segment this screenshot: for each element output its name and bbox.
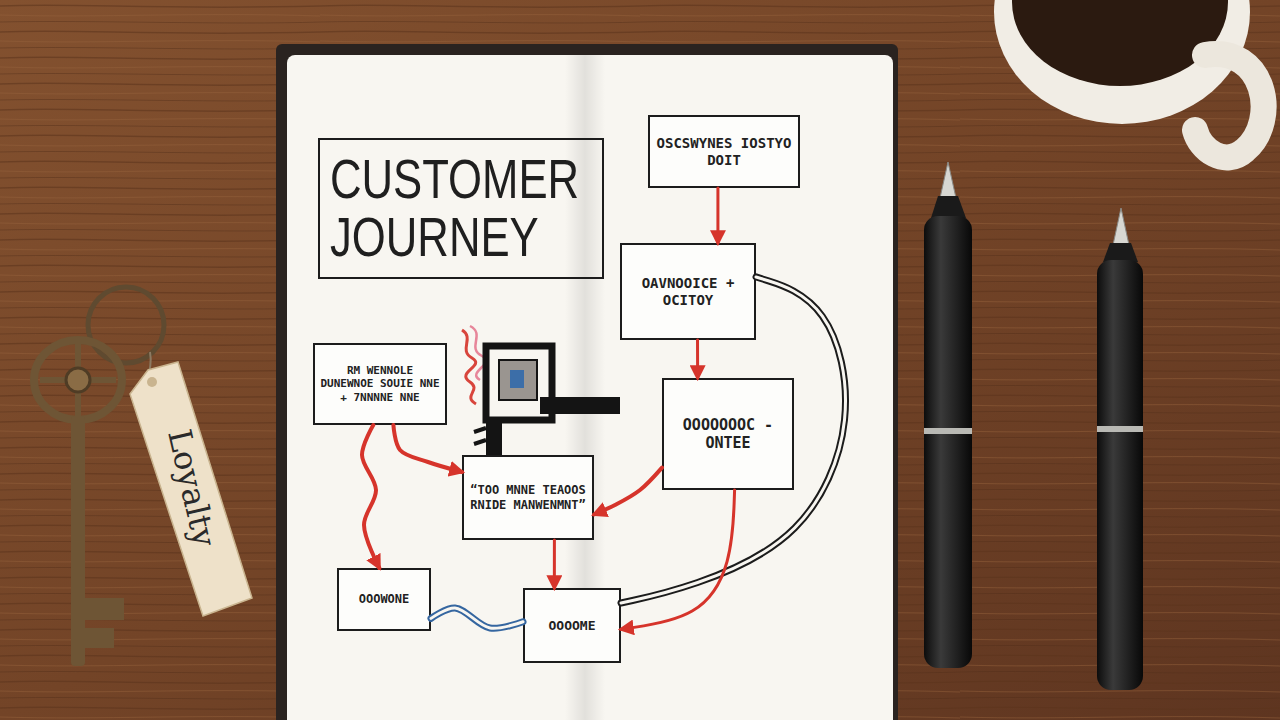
process-box: OAVNOOICE + OCITOY (620, 243, 756, 340)
node-text: OOOWONE (359, 592, 410, 606)
lock-window-figure (510, 370, 524, 388)
cup-handle (1195, 54, 1264, 157)
key-ring (88, 287, 164, 363)
pen-nib (1113, 208, 1129, 245)
process-box: “TOO MNNE TEAOOS RNIDE MANWENMNT” (462, 455, 594, 540)
flow-connector-group (554, 540, 555, 588)
flow-arrow (696, 340, 699, 378)
key-bow-cross (40, 342, 116, 418)
flow-arrow (431, 608, 523, 628)
antique-key (34, 287, 252, 666)
pen-section (931, 196, 966, 218)
key-bit (84, 628, 114, 648)
flow-arrow (553, 540, 556, 588)
pen-body (924, 216, 972, 668)
double-line-gap (621, 277, 845, 603)
red-squiggle (462, 330, 476, 404)
fountain-pen (924, 162, 972, 668)
key-shaft (71, 416, 85, 666)
coffee (1012, 0, 1228, 86)
pen-nib (940, 162, 956, 198)
key-bit (84, 598, 124, 620)
pen-ring (1097, 426, 1143, 432)
flow-connector-group (362, 425, 379, 568)
key-lock-sketch (462, 326, 620, 456)
flow-connector-group (393, 425, 462, 472)
key-bow (34, 340, 122, 420)
pen-ring (924, 428, 972, 434)
notebook-cover (276, 44, 898, 720)
flow-arrow (393, 425, 462, 472)
node-text: OOOOME (549, 618, 596, 634)
tag-hole (147, 377, 157, 387)
flow-connector-group (594, 468, 662, 515)
flow-arrow (362, 425, 379, 568)
key-shaft-sketch (540, 397, 620, 414)
tag-label: Loyalty (150, 395, 233, 580)
node-text: OOOOOOOC - ONTEE (669, 416, 787, 452)
notebook-page (287, 55, 893, 720)
process-box: OOOWONE (337, 568, 431, 631)
fountain-pen (1097, 208, 1143, 690)
node-text: “TOO MNNE TEAOOS RNIDE MANWENMNT” (469, 483, 587, 512)
key-tag (130, 362, 252, 616)
diagram-title: CUSTOMER JOURNEY (330, 150, 595, 266)
flow-arrow (621, 490, 735, 629)
flow-connector-group (697, 340, 698, 378)
node-text: RM WENNOLE DUNEWNOE SOUIE NNE + 7NNNNE N… (320, 364, 440, 404)
key-bow-boss (66, 368, 90, 392)
node-text: OSCSWYNES IOSTYO DOIT (655, 135, 793, 169)
double-line-gap (431, 608, 523, 628)
node-text: OAVNOOICE + OCITOY (627, 275, 749, 309)
key-teeth-sketch (474, 428, 486, 444)
flow-arrow (716, 188, 719, 243)
pen-body (1097, 260, 1143, 690)
flow-arrow (621, 277, 845, 603)
process-box: OOOOME (523, 588, 621, 663)
process-box: RM WENNOLE DUNEWNOE SOUIE NNE + 7NNNNE N… (313, 343, 447, 425)
flow-connector-group (717, 188, 718, 243)
flow-connector-group (621, 490, 735, 629)
pen-section (1103, 243, 1138, 262)
lock-window (499, 360, 537, 400)
process-box: OOOOOOOC - ONTEE (662, 378, 794, 490)
key-stem-sketch (486, 418, 502, 456)
process-box: OSCSWYNES IOSTYO DOIT (648, 115, 800, 188)
flow-arrow (594, 468, 662, 515)
flow-connector-group (621, 277, 845, 603)
flow-connector-group (431, 608, 523, 628)
